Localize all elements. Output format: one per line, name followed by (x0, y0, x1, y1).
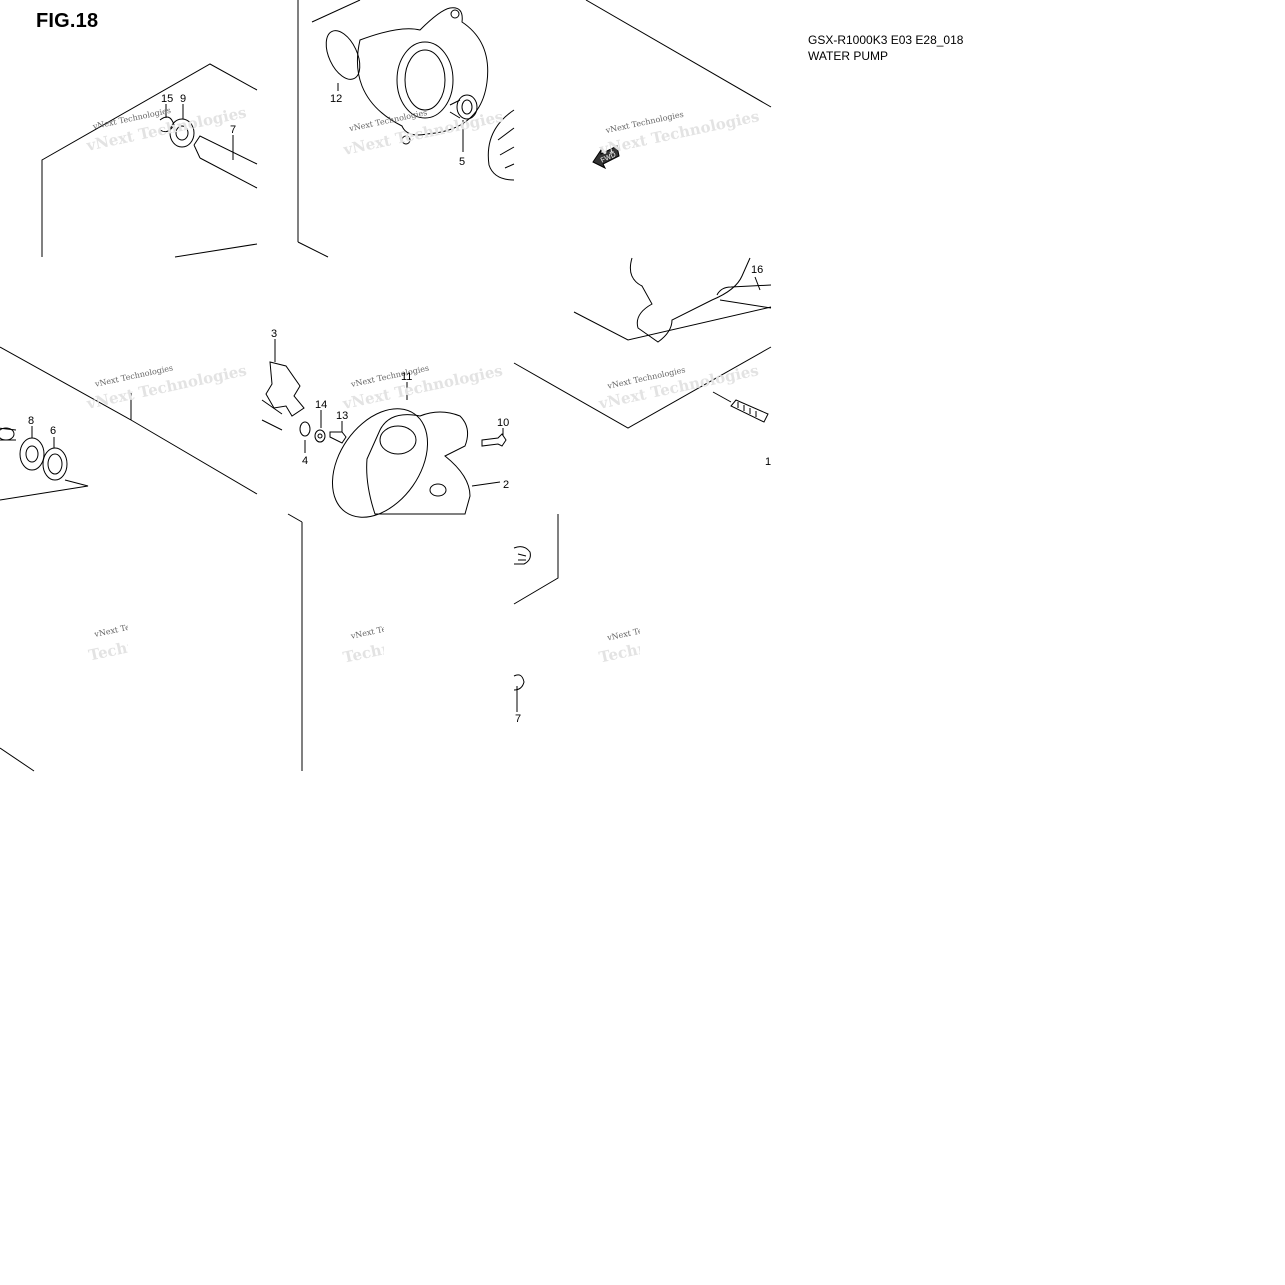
callout-7: 7 (230, 124, 236, 136)
figure-label: FIG.18 (36, 10, 99, 32)
callout-11: 11 (401, 371, 412, 383)
tile-shaft-bearing (41, 63, 258, 258)
callout-6: 6 (50, 425, 56, 437)
callout-9: 9 (180, 93, 186, 105)
callout-labels: 15 9 7 12 5 16 3 11 14 13 10 4 8 6 2 1 7 (28, 93, 771, 725)
callout-5: 5 (459, 156, 465, 168)
callout-12: 12 (330, 93, 342, 105)
callout-15: 15 (161, 93, 173, 105)
callout-10: 10 (497, 417, 509, 429)
tile-bearings (0, 346, 258, 501)
callout-4: 4 (302, 455, 308, 467)
assembly-name: WATER PUMP (808, 49, 888, 60)
watermark-text: vNext Te (349, 624, 387, 641)
callout-1: 1 (765, 456, 771, 468)
tile-empty-left (0, 513, 303, 772)
tile-fwd (585, 0, 772, 170)
watermark-text: vNext Te (93, 623, 131, 640)
callout-14: 14 (315, 399, 327, 411)
tile-pump-cover (297, 0, 515, 258)
callout-13: 13 (336, 410, 348, 422)
callout-2: 2 (503, 479, 509, 491)
callout-8: 8 (28, 415, 34, 427)
callout-16: 16 (751, 264, 763, 276)
watermarks: vNext Technologies vNext Technologies vN… (84, 103, 761, 666)
tile-bottom-center (513, 514, 559, 605)
tile-bottom-right (513, 674, 525, 712)
tile-pump-body (261, 339, 507, 518)
callout-7-bottom: 7 (515, 713, 521, 725)
model-code: GSX-R1000K3 E03 E28_018 (808, 33, 964, 47)
tile-hose (513, 257, 772, 429)
callout-3: 3 (271, 328, 277, 340)
